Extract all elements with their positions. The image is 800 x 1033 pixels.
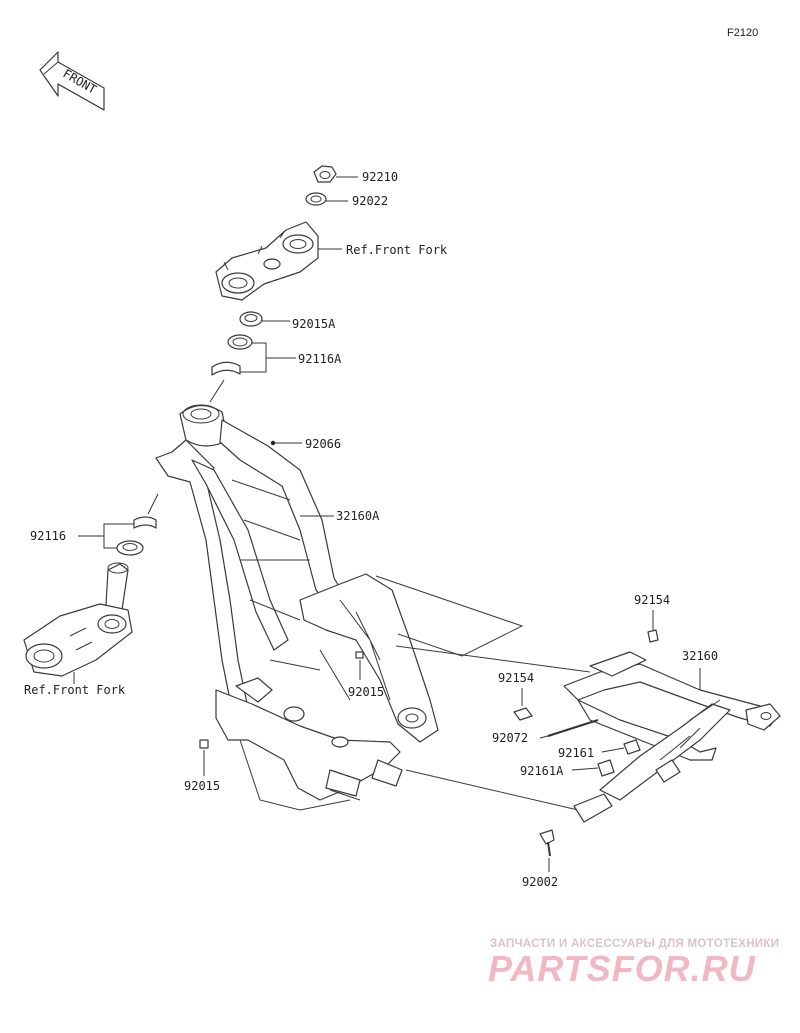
callout-92066: 92066: [305, 437, 341, 451]
callout-92072: 92072: [492, 731, 528, 745]
watermark-brand: PARTSFOR.RU: [488, 948, 756, 989]
bolt-92154-a: [647, 629, 659, 643]
main-frame-32160A: [155, 404, 439, 811]
bolt-92154-b: [513, 707, 533, 721]
plug-92015-left: [199, 739, 209, 749]
callout-92015A: 92015A: [292, 317, 336, 331]
sub-frame-32160: [563, 651, 781, 823]
watermark-tagline: ЗАПЧАСТИ И АКСЕССУАРЫ ДЛЯ МОТОТЕХНИКИ: [490, 938, 780, 950]
upper-bearing-92116A: [211, 334, 253, 376]
callout-92015-left: 92015: [184, 779, 220, 793]
callout-92116: 92116: [30, 529, 66, 543]
callout-ref-front-fork-bottom: Ref.Front Fork: [24, 683, 126, 697]
callout-92161A: 92161A: [520, 764, 564, 778]
plug-92015-mid: [355, 651, 364, 659]
callout-92015-mid: 92015: [348, 685, 384, 699]
callout-ref-front-fork-top: Ref.Front Fork: [346, 243, 448, 257]
callout-92116A: 92116A: [298, 352, 342, 366]
band-92072: [547, 719, 599, 737]
callout-32160: 32160: [682, 649, 718, 663]
washer-92022: [305, 192, 327, 206]
callout-92154-b: 92154: [498, 671, 534, 685]
steering-stem-lower-clamp: [23, 562, 133, 677]
nut-92015A: [239, 311, 263, 327]
callout-92210: 92210: [362, 170, 398, 184]
nut-92210: [313, 165, 337, 183]
callout-92022: 92022: [352, 194, 388, 208]
damper-92161: [623, 739, 641, 755]
callout-92154-a: 92154: [634, 593, 670, 607]
damper-92161A: [597, 759, 615, 777]
callout-32160A: 32160A: [336, 509, 380, 523]
figure-code: F2120: [727, 27, 758, 39]
callout-92002: 92002: [522, 875, 558, 889]
upper-triple-clamp: [215, 221, 319, 301]
front-arrow-icon: FRONT: [39, 51, 105, 111]
bolt-92002: [539, 829, 555, 857]
callout-92161: 92161: [558, 746, 594, 760]
lower-bearing-92116: [116, 516, 157, 556]
